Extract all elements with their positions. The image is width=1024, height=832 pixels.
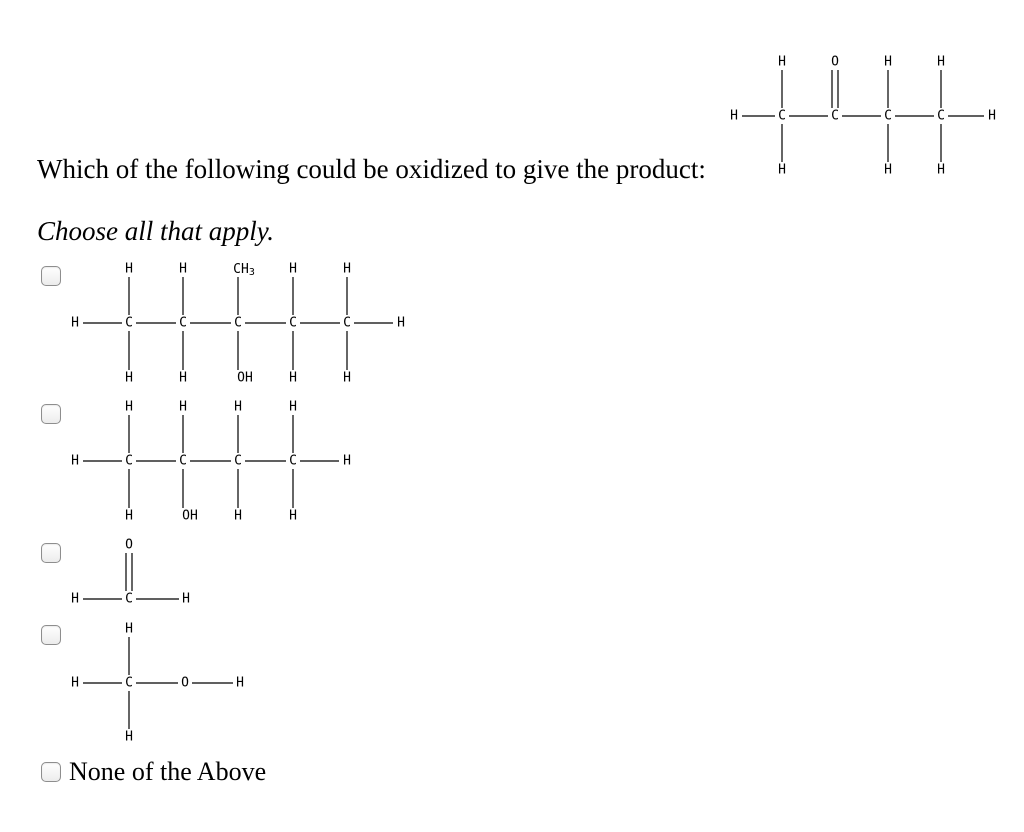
atom-label: H [988, 109, 996, 124]
atom-label: O [125, 538, 133, 553]
atom-label: H [884, 163, 892, 178]
atom-label: H [289, 262, 297, 277]
atom-label: H [71, 316, 79, 331]
atom-label: H [182, 592, 190, 607]
option-2-checkbox[interactable] [41, 404, 61, 424]
atom-label: C [289, 454, 297, 469]
option-4-structure: H H C O H H [71, 622, 244, 745]
atom-label: H [179, 262, 187, 277]
atom-label: H [397, 316, 405, 331]
atom-label: CH3 [233, 262, 255, 278]
atom-label: H [343, 371, 351, 386]
atom-label: H [343, 262, 351, 277]
atom-label: H [343, 454, 351, 469]
option-1-structure: H H CH3 H H H C C C C C H H H OH H H [71, 262, 405, 386]
atom-label: H [236, 676, 244, 691]
none-of-the-above-label[interactable]: None of the Above [69, 757, 267, 786]
option-4-checkbox[interactable] [41, 625, 61, 645]
atom-label: C [234, 316, 242, 331]
atom-label: H [289, 509, 297, 524]
atom-label: C [125, 676, 133, 691]
atom-label: O [831, 55, 839, 70]
question-instruction: Choose all that apply. [37, 216, 275, 246]
atom-label: H [730, 109, 738, 124]
atom-label: H [125, 400, 133, 415]
atom-label: H [778, 55, 786, 70]
atom-label: C [289, 316, 297, 331]
atom-label: H [125, 509, 133, 524]
atom-label: C [125, 592, 133, 607]
atom-label: OH [237, 371, 253, 386]
option-3-checkbox[interactable] [41, 543, 61, 563]
atom-label: H [289, 371, 297, 386]
atom-label: H [884, 55, 892, 70]
atom-label: H [778, 163, 786, 178]
atom-label: H [125, 262, 133, 277]
option-1-checkbox[interactable] [41, 266, 61, 286]
atom-label: H [71, 676, 79, 691]
atom-label: OH [182, 509, 198, 524]
atom-label: H [289, 400, 297, 415]
atom-label: H [937, 55, 945, 70]
atom-label: C [234, 454, 242, 469]
option-3-structure: O H C H [71, 538, 190, 607]
atom-label: C [831, 109, 839, 124]
option-2-structure: H H H H H C C C C H H OH H H [71, 400, 351, 524]
atom-label: H [125, 622, 133, 637]
atom-label: C [343, 316, 351, 331]
atom-label: C [179, 454, 187, 469]
atom-label: C [179, 316, 187, 331]
atom-label: O [181, 676, 189, 691]
atom-label: H [179, 371, 187, 386]
atom-label: H [125, 730, 133, 745]
question-text: Which of the following could be oxidized… [37, 154, 706, 184]
atom-label: H [71, 592, 79, 607]
atom-label: C [884, 109, 892, 124]
atom-label: C [937, 109, 945, 124]
atom-label: C [778, 109, 786, 124]
atom-label: H [234, 400, 242, 415]
atom-label: C [125, 316, 133, 331]
atom-label: H [937, 163, 945, 178]
none-of-the-above-checkbox[interactable] [41, 762, 61, 782]
atom-label: H [179, 400, 187, 415]
product-structure: H O H H H C C C C H H H H [730, 55, 996, 178]
atom-label: H [125, 371, 133, 386]
atom-label: C [125, 454, 133, 469]
atom-label: H [71, 454, 79, 469]
atom-label: H [234, 509, 242, 524]
